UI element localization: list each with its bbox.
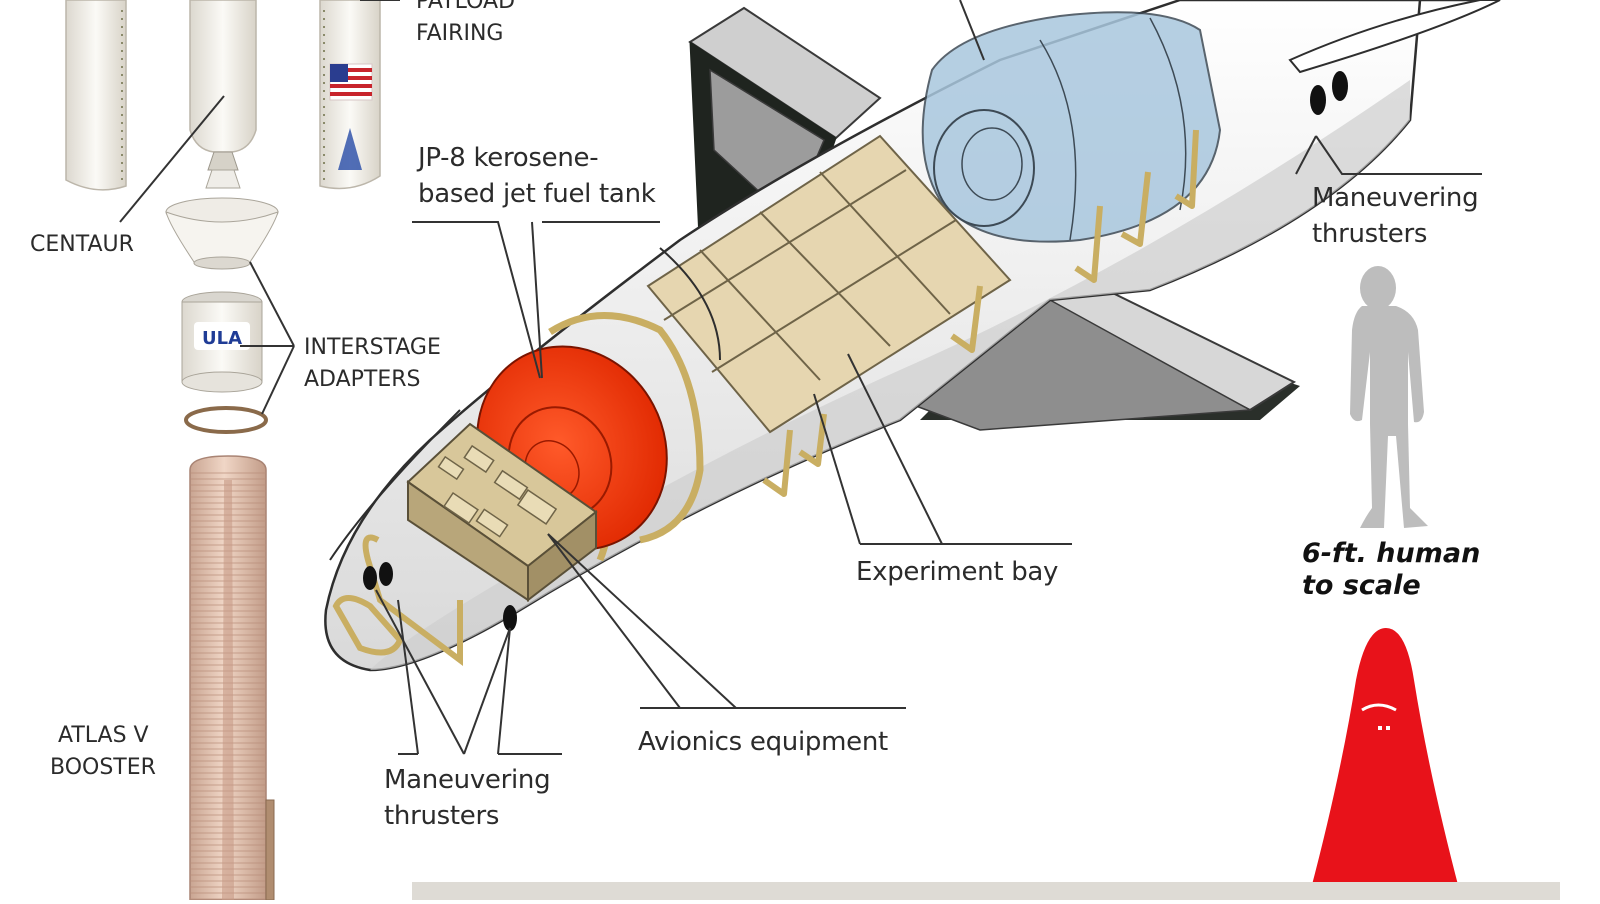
rear-thruster-nozzle bbox=[1310, 85, 1326, 115]
ula-logo: ULA bbox=[202, 328, 242, 349]
centaur-label: CENTAUR bbox=[30, 232, 134, 257]
front-thruster-nozzle bbox=[503, 605, 517, 631]
interstage-adapters-label: INTERSTAGE ADAPTERS bbox=[304, 335, 441, 392]
vehicle-leaders bbox=[375, 135, 1482, 755]
front-thruster-nozzle bbox=[363, 566, 377, 590]
rear-thruster-nozzle bbox=[1332, 71, 1348, 101]
avionics-label: Avionics equipment bbox=[638, 727, 888, 757]
us-flag-icon bbox=[329, 63, 373, 101]
avionics-tray bbox=[406, 422, 598, 603]
leader-interstage-ring bbox=[261, 345, 295, 415]
leader-fuel-tank bbox=[412, 221, 541, 379]
ground-bar bbox=[412, 882, 1560, 900]
fairing-half-left bbox=[65, 0, 127, 191]
leader-front-thrusters bbox=[397, 599, 419, 755]
centaur-stage bbox=[189, 0, 257, 189]
leader-avionics bbox=[547, 533, 683, 709]
front-thruster-nozzle bbox=[379, 562, 393, 586]
experiment-bay-panels bbox=[646, 134, 1012, 434]
rear-thrusters-label: Maneuvering thrusters bbox=[1312, 183, 1479, 249]
lower-wing bbox=[898, 274, 1300, 431]
leader-top-tank bbox=[959, 0, 985, 61]
fuel-tank-label: JP-8 kerosene- based jet fuel tank bbox=[418, 143, 656, 209]
payload-fairing-label: PAYLOAD FAIRING bbox=[416, 0, 516, 46]
leader-experiment-bay bbox=[813, 393, 861, 545]
experiment-bay-label: Experiment bay bbox=[856, 557, 1059, 587]
leader-centaur bbox=[119, 95, 225, 223]
interstage-cone bbox=[165, 197, 279, 270]
interstage-cylinder: ULA bbox=[181, 291, 263, 393]
leader-fuel-tank-2 bbox=[531, 221, 543, 379]
traffic-cone-icon bbox=[1308, 628, 1462, 900]
atlas-v-booster-label: ATLAS V BOOSTER bbox=[50, 723, 156, 780]
nose-panel-line bbox=[329, 409, 461, 561]
leader-rear-thrusters bbox=[1315, 135, 1482, 175]
fairing-half-right bbox=[319, 0, 381, 190]
leader-interstage-cone bbox=[249, 261, 295, 347]
bay-rim bbox=[659, 247, 721, 361]
bay-clamps bbox=[762, 129, 1199, 497]
interstage-ring bbox=[184, 406, 268, 434]
human-scale-label: 6-ft. human to scale bbox=[1302, 538, 1481, 601]
left-stack-leaders bbox=[119, 95, 295, 415]
ula-mark-icon bbox=[338, 128, 362, 170]
atlas-v-booster bbox=[189, 455, 275, 901]
human-silhouette-icon bbox=[1350, 266, 1428, 528]
front-thrusters-label: Maneuvering thrusters bbox=[384, 765, 551, 831]
